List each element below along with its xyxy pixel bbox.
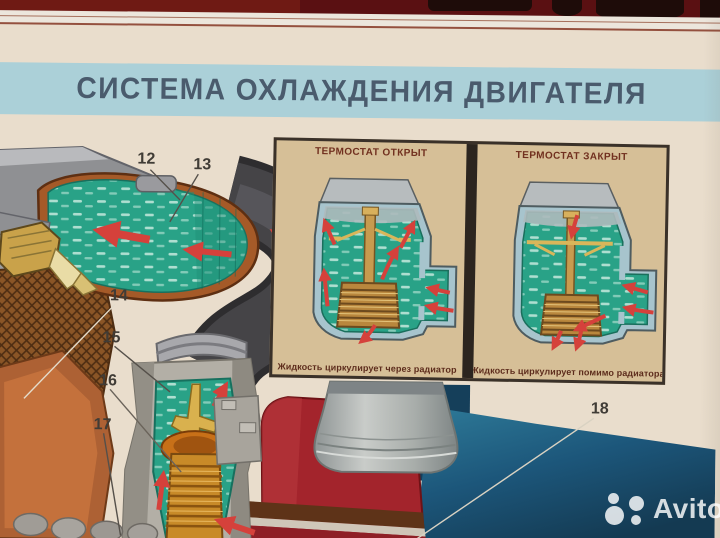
bellows [335,281,400,329]
bellows [540,293,603,337]
callout-12: 12 [137,150,156,168]
thermostat-closed-diagram [512,181,658,352]
housing-bracket [213,395,263,466]
flow-arrow [153,469,171,511]
flow-arrow [92,220,151,248]
callout-17: 17 [93,416,112,434]
callout-18: 18 [590,400,609,418]
thermostat-open-cell: ТЕРМОСТАТ ОТКРЫТ [272,140,466,378]
flow-arrow [182,241,232,262]
photo-background-shape [428,0,532,11]
callout-15: 15 [102,329,121,347]
thermostat-open-header: ТЕРМОСТАТ ОТКРЫТ [314,146,428,160]
thermostat-bellows [160,430,231,538]
thermostat-inset-panel: ТЕРМОСТАТ ОТКРЫТ [269,137,670,385]
watermark-text: Avito [653,493,720,524]
engine-parts-row [12,512,159,538]
callout-16: 16 [99,372,118,390]
valve-closed [535,240,606,246]
avito-watermark: Avito [604,489,720,529]
hose-cap [135,174,177,193]
flow-arrows-open [318,217,454,345]
callout-14: 14 [109,287,128,305]
thermostat-stem [362,212,376,286]
valve-open [335,227,404,244]
avito-logo-icon [604,489,648,529]
flow-arrow [213,515,256,536]
poster-paper: СИСТЕМА ОХЛАЖДЕНИЯ ДВИГАТЕЛЯ [0,10,720,538]
photo-background-shape [552,0,582,16]
flow-arrows-closed [551,214,654,352]
thermostat-open-caption: Жидкость циркулирует через радиатор [277,361,457,375]
thermostat-closed-cell: ТЕРМОСТАТ ЗАКРЫТ [473,144,667,382]
thermostat-closed-header: ТЕРМОСТАТ ЗАКРЫТ [515,149,628,164]
callout-13: 13 [193,156,212,174]
thermostat-open-diagram [312,177,458,345]
water-pump-pedestal [313,380,459,474]
temperature-sensor [0,211,99,296]
